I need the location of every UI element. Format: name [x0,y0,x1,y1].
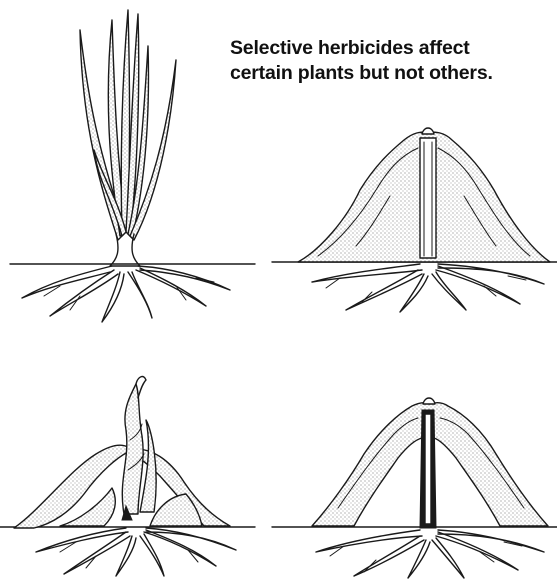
grass-plant-icon [10,10,255,322]
broadleaf-plant-icon [272,128,557,312]
wilted-grass-plant-icon [0,377,255,576]
broadleaf-plant-icon [272,398,557,578]
